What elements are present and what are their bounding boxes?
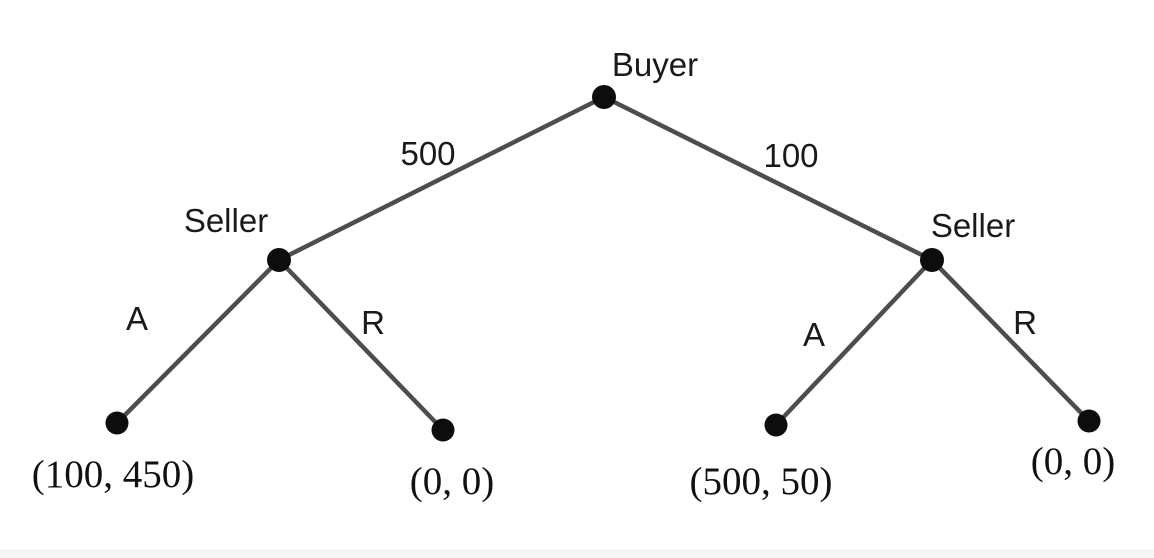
leaf-right-reject (1077, 409, 1101, 433)
leaf-left-accept (105, 411, 129, 435)
left-reject-label: R (361, 304, 385, 341)
left-seller-label: Seller (184, 202, 268, 239)
buyer-label: Buyer (612, 46, 698, 83)
right-accept-label: A (803, 316, 825, 353)
edge-right-seller-reject (929, 257, 1092, 424)
payoff-left-accept: (100, 450) (32, 453, 194, 496)
payoff-right-reject: (0, 0) (1031, 440, 1115, 483)
edge-buyer-offer-100 (601, 94, 935, 263)
bottom-edge-strip (0, 550, 1154, 558)
right-reject-label: R (1013, 304, 1037, 341)
tree-edges (114, 94, 1092, 433)
node-left-seller (267, 248, 291, 272)
payoff-labels: (100, 450) (0, 0) (500, 50) (0, 0) (32, 440, 1115, 503)
right-seller-label: Seller (931, 207, 1015, 244)
left-accept-label: A (126, 300, 148, 337)
node-right-seller (920, 248, 944, 272)
edge-right-seller-accept (773, 257, 935, 428)
edge-buyer-offer-500 (276, 94, 607, 263)
node-buyer (592, 85, 616, 109)
leaf-right-accept (764, 413, 788, 437)
offer-100-label: 100 (763, 137, 818, 174)
payoff-left-reject: (0, 0) (410, 460, 494, 503)
offer-500-label: 500 (400, 135, 455, 172)
payoff-right-accept: (500, 50) (690, 460, 833, 503)
tree-nodes (105, 85, 1101, 442)
player-labels: Buyer Seller Seller (184, 46, 1015, 244)
edge-left-seller-accept (114, 257, 282, 426)
edge-left-seller-reject (276, 257, 446, 433)
edge-labels: 500 100 A R A R (126, 135, 1037, 353)
leaf-left-reject (431, 418, 455, 442)
